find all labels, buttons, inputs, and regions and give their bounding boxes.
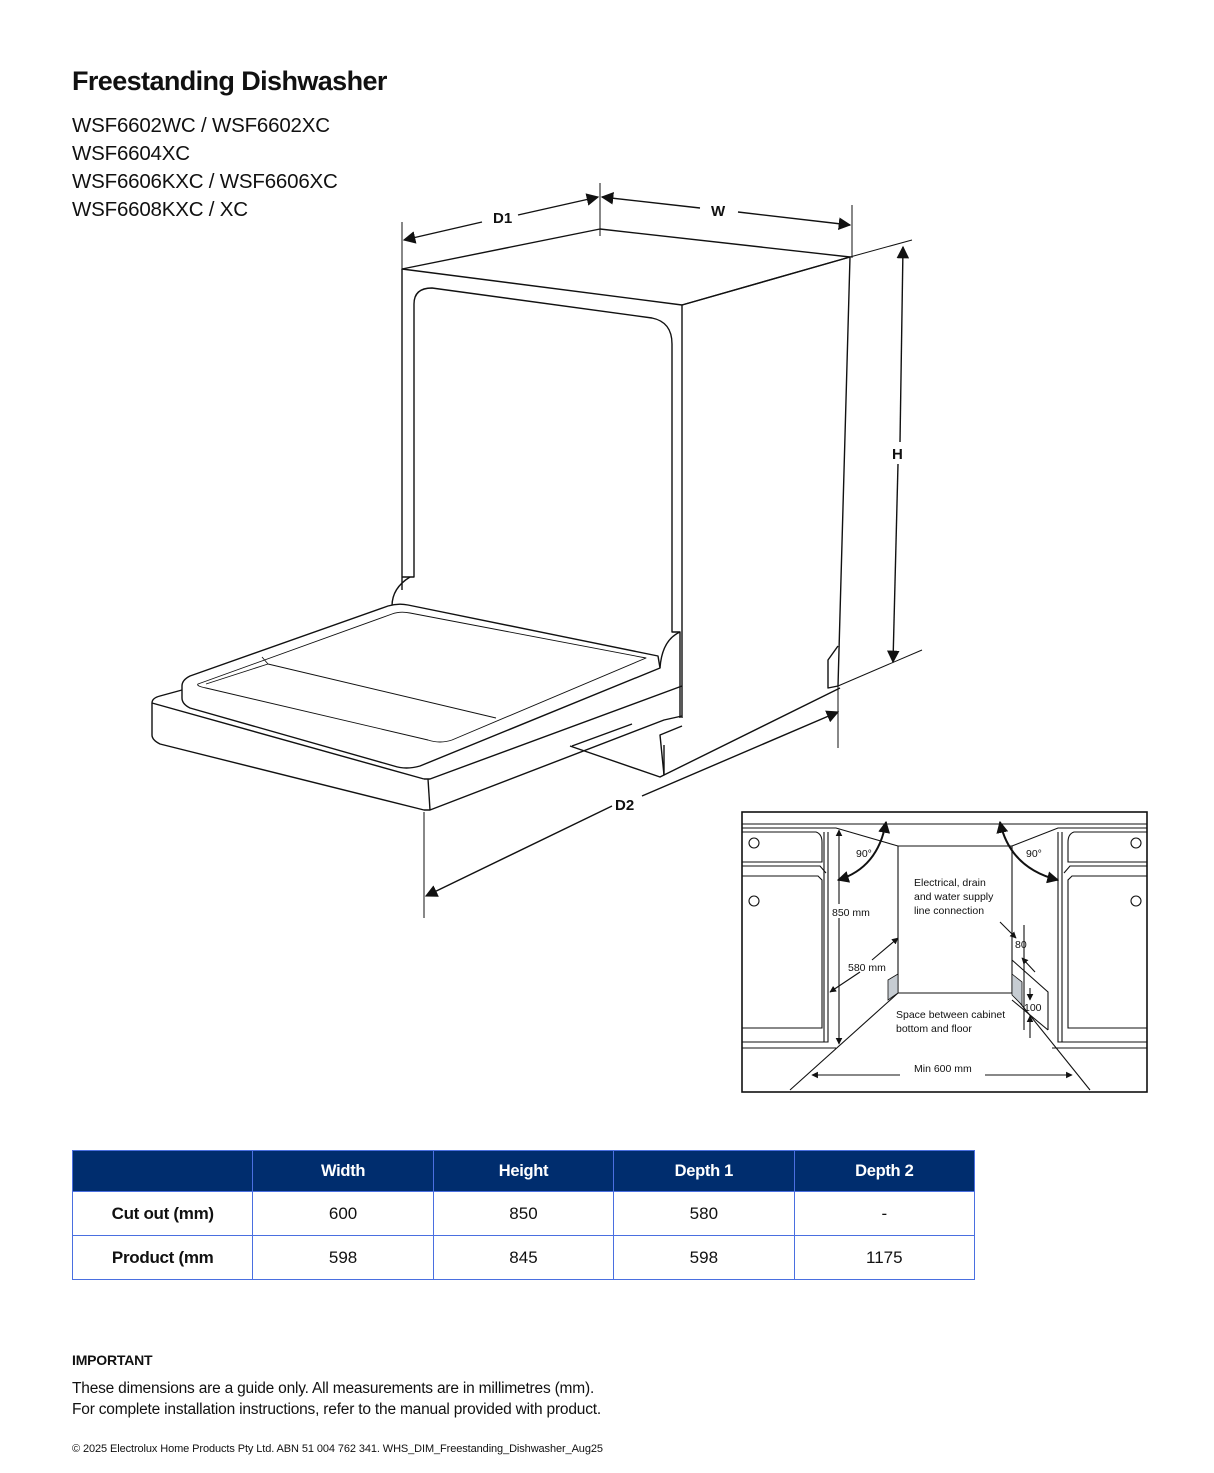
table-header-cell (71, 1150, 254, 1192)
model-line: WSF6604XC (72, 142, 190, 165)
connection-note-line: and water supply (914, 891, 994, 903)
dim-label-w: W (711, 203, 726, 220)
connection-note-line: Electrical, drain (914, 877, 986, 889)
floor-note-line: Space between cabinet (896, 1009, 1005, 1021)
installation-diagram: 90° 90° 850 mm 580 mm Electrical, drain … (741, 811, 1148, 1093)
note-line: These dimensions are a guide only. All m… (72, 1380, 595, 1397)
footer-copyright: © 2025 Electrolux Home Products Pty Ltd.… (72, 1443, 603, 1455)
table-header-cell: Depth 1 (613, 1150, 795, 1192)
angle-label-right: 90° (1026, 848, 1042, 860)
table-cell: 580 (613, 1191, 795, 1236)
connection-note-line: line connection (914, 905, 984, 917)
dim-label-d2: D2 (615, 797, 634, 814)
dimension-lines (401, 183, 923, 918)
model-list: WSF6602WC / WSF6602XC WSF6604XC WSF6606K… (72, 112, 338, 224)
clearance-bottom-label: 100 (1024, 1002, 1042, 1014)
floor-note-line: bottom and floor (896, 1023, 972, 1035)
dimensions-table: Width Height Depth 1 Depth 2 Cut out (mm… (71, 1150, 976, 1280)
dim-label-h: H (892, 446, 903, 463)
table-header-row: Width Height Depth 1 Depth 2 (71, 1150, 976, 1192)
depth-label: 580 mm (848, 962, 886, 974)
table-header-cell: Height (432, 1150, 615, 1192)
table-row: Cut out (mm) 600 850 580 - (71, 1191, 976, 1236)
note-line: For complete installation instructions, … (72, 1401, 601, 1418)
table-header-cell: Width (252, 1150, 434, 1192)
table-cell: 600 (252, 1191, 434, 1236)
page-title: Freestanding Dishwasher (72, 66, 387, 96)
model-line: WSF6602WC / WSF6602XC (72, 114, 330, 137)
angle-label-left: 90° (856, 848, 872, 860)
important-heading: IMPORTANT (72, 1352, 153, 1368)
table-cell: 598 (613, 1235, 795, 1280)
important-note: These dimensions are a guide only. All m… (72, 1378, 601, 1420)
dishwasher-drawing (151, 228, 851, 811)
model-line: WSF6606KXC / WSF6606XC (72, 170, 338, 193)
model-line: WSF6608KXC / XC (72, 198, 248, 221)
row-label: Cut out (mm) (71, 1191, 254, 1236)
row-label: Product (mm (71, 1235, 254, 1280)
table-header-cell: Depth 2 (793, 1150, 976, 1192)
table-cell: 850 (432, 1191, 615, 1236)
table-cell: 1175 (793, 1235, 976, 1280)
dim-label-d1: D1 (493, 210, 512, 227)
width-label: Min 600 mm (914, 1063, 972, 1075)
table-row: Product (mm 598 845 598 1175 (71, 1235, 976, 1280)
height-label: 850 mm (832, 907, 870, 919)
table-cell: - (793, 1191, 976, 1236)
table-cell: 845 (432, 1235, 615, 1280)
table-cell: 598 (252, 1235, 434, 1280)
clearance-top-label: 80 (1015, 939, 1027, 951)
